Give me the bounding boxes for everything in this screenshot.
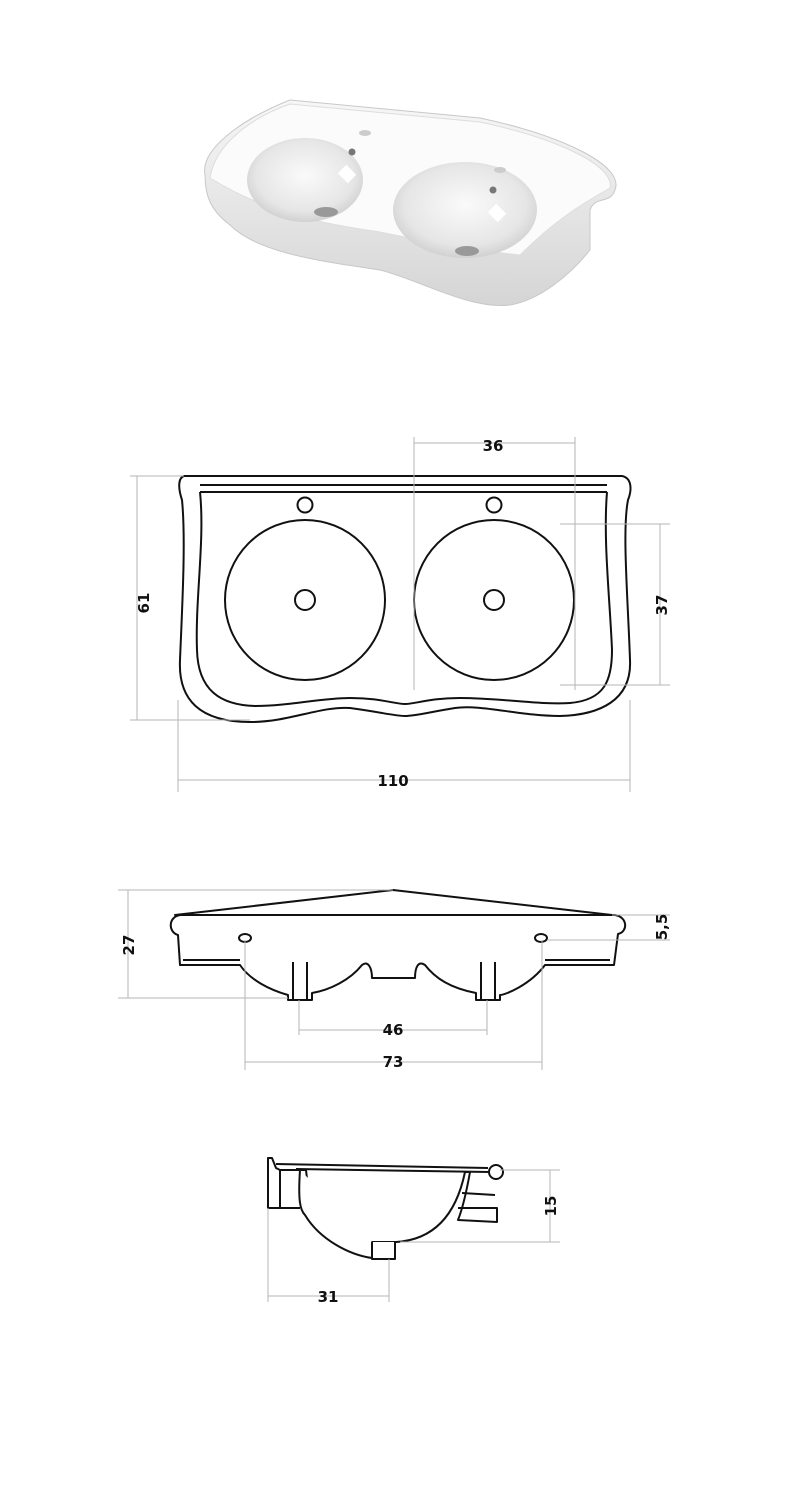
dim-basin-depth: 15 xyxy=(542,1196,560,1217)
dim-depth: 61 xyxy=(135,593,153,614)
drain-right xyxy=(483,589,505,611)
overflow-hole-right xyxy=(534,933,548,943)
drain-left xyxy=(294,589,316,611)
dim-hole-offset: 5,5 xyxy=(653,914,671,941)
dim-drain-offset: 31 xyxy=(318,1288,339,1306)
dim-width: 110 xyxy=(377,772,408,790)
dim-drain-spacing: 46 xyxy=(383,1021,404,1039)
dim-overflow-spacing: 73 xyxy=(383,1053,404,1071)
dim-height: 27 xyxy=(120,935,138,956)
basin-left xyxy=(224,519,386,681)
dim-basin-spacing: 36 xyxy=(483,437,504,455)
photo-basin-left xyxy=(247,138,363,222)
dim-basin-diameter: 37 xyxy=(653,595,671,616)
top-view: 36 61 37 110 xyxy=(130,437,671,792)
product-photo xyxy=(204,99,617,307)
photo-basin-right xyxy=(393,162,537,258)
tap-hole-right xyxy=(485,496,503,514)
section-view: 15 31 xyxy=(267,1157,560,1306)
rim-bead xyxy=(488,1164,504,1180)
front-view: 27 5,5 46 73 xyxy=(118,889,671,1071)
tap-hole-left xyxy=(296,496,314,514)
